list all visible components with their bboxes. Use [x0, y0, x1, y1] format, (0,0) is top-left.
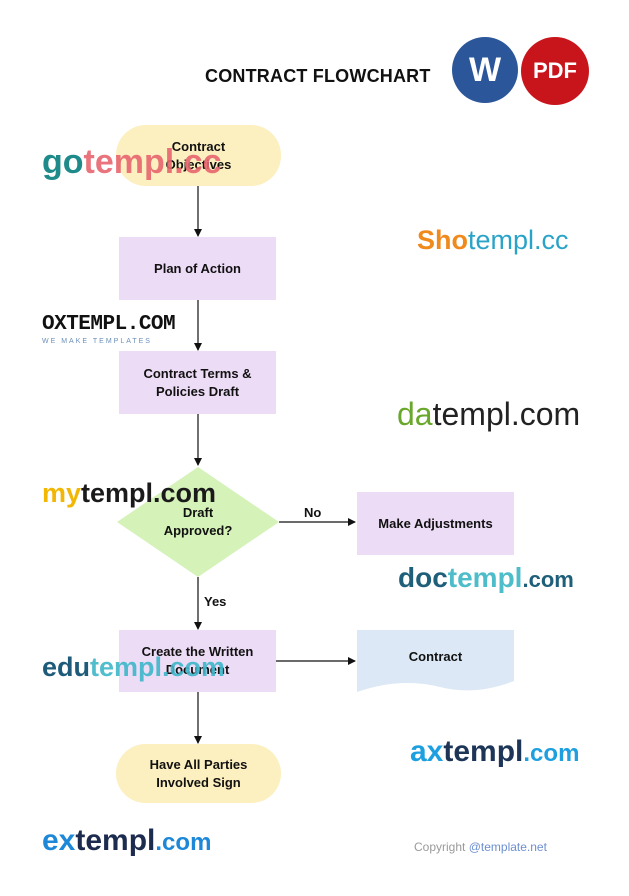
watermark-axtempl-a: ax: [410, 735, 444, 768]
word-icon[interactable]: W: [452, 37, 518, 103]
watermark-mytempl-b: templ.com: [81, 478, 217, 508]
node-make-adjustments-label: Make Adjustments: [378, 515, 493, 531]
watermark-shotempl: Shotempl.cc: [417, 225, 569, 256]
copyright-text: Copyright @template.net: [414, 840, 547, 854]
node-contract: Contract: [357, 645, 514, 669]
watermark-edutempl: edutempl.com: [42, 652, 225, 683]
watermark-mytempl-a: my: [42, 478, 82, 508]
edge-label-no: No: [304, 505, 322, 520]
watermark-doctempl-b: templ: [447, 562, 523, 593]
page-title: CONTRACT FLOWCHART: [205, 66, 431, 86]
pdf-badge-label: PDF: [533, 58, 577, 83]
watermark-axtempl-b: templ: [443, 735, 524, 768]
node-make-adjustments: Make Adjustments: [357, 492, 514, 555]
watermark-mytempl: mytempl.com: [42, 478, 216, 509]
decision-diamond: [117, 467, 279, 577]
document-shape: [357, 630, 514, 692]
watermark-oxtempl-sub: WE MAKE TEMPLATES: [42, 338, 152, 345]
watermark-shotempl-b: templ.cc: [468, 225, 569, 255]
node-create-document-line2: Document: [165, 662, 230, 677]
watermark-axtempl: axtempl.com: [410, 735, 579, 769]
node-create-document: Create the Written Document: [119, 630, 276, 692]
node-draft-approved-line1: Draft: [182, 505, 214, 520]
node-parties-sign-line2: Involved Sign: [156, 774, 241, 790]
pdf-icon[interactable]: PDF: [521, 37, 589, 105]
watermark-datempl-b: templ.com: [432, 396, 581, 432]
watermark-axtempl-c: .com: [523, 740, 580, 767]
watermark-gotempl: gotempl.cc: [42, 143, 222, 182]
node-parties-sign-line1: Have All Parties: [149, 756, 248, 772]
copyright-link[interactable]: @template.net: [468, 840, 547, 854]
node-terms-draft-line2: Policies Draft: [155, 383, 240, 399]
watermark-shotempl-a: Sho: [417, 225, 468, 255]
word-badge-letter: W: [468, 50, 502, 89]
watermark-gotempl-b: templ.cc: [83, 143, 222, 181]
node-draft-approved-line2: Approved?: [163, 523, 233, 538]
watermark-oxtempl: OXTEMPL.COM WE MAKE TEMPLATES: [42, 313, 176, 345]
watermark-doctempl-c: .com: [522, 567, 574, 592]
node-terms-draft-line1: Contract Terms &: [143, 365, 252, 381]
watermark-oxtempl-main: OXTEMPL.COM: [42, 313, 176, 336]
watermark-edutempl-a: edu: [42, 652, 91, 682]
watermark-extempl-c: .com: [155, 829, 212, 856]
watermark-extempl-b: templ: [75, 824, 156, 857]
watermark-doctempl: doctempl.com: [398, 562, 574, 594]
node-parties-sign: Have All Parties Involved Sign: [116, 744, 281, 803]
watermark-extempl: extempl.com: [42, 824, 211, 858]
edge-label-yes: Yes: [204, 594, 227, 609]
watermark-doctempl-a: doc: [398, 562, 448, 593]
watermark-extempl-a: ex: [42, 824, 76, 857]
watermark-gotempl-a: go: [42, 143, 84, 181]
node-plan-of-action: Plan of Action: [119, 237, 276, 300]
node-contract-objectives: Contract Objectives: [116, 125, 281, 186]
node-draft-approved: Draft Approved?: [138, 497, 258, 547]
node-create-document-line1: Create the Written: [141, 644, 254, 659]
node-contract-label: Contract: [408, 649, 463, 664]
watermark-datempl-a: da: [397, 396, 433, 432]
node-plan-of-action-label: Plan of Action: [154, 260, 241, 276]
watermark-edutempl-b: templ.com: [90, 652, 226, 682]
node-contract-objectives-label: Contract Objectives: [165, 138, 232, 172]
copyright-prefix: Copyright: [414, 840, 469, 854]
node-terms-draft: Contract Terms & Policies Draft: [119, 351, 276, 414]
watermark-datempl: datempl.com: [397, 396, 580, 433]
